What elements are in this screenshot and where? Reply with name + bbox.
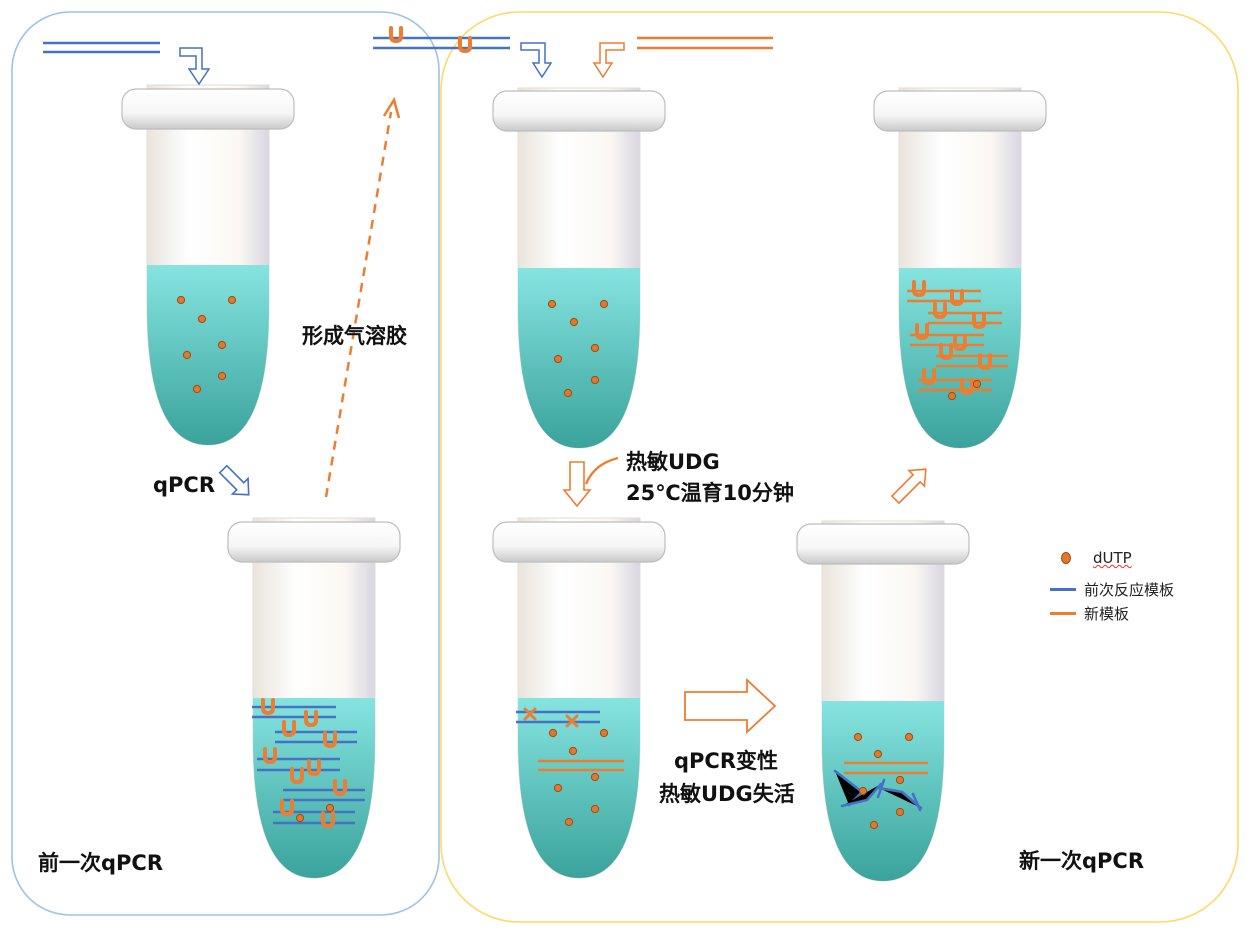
- udg-callout-line: [584, 456, 619, 485]
- previous-template-top-left: [43, 41, 160, 54]
- aerosol-arrowhead-icon: [382, 96, 401, 119]
- bent-arrow-icon-blue-left: [179, 47, 211, 86]
- tube-5-degraded-lines: [516, 707, 624, 772]
- tube-6-lines: [833, 761, 928, 812]
- legend-previous-template: 前次反应模板: [1050, 579, 1174, 600]
- previous-qpcr-title: 前一次qPCR: [38, 851, 164, 875]
- denature-label-line1: qPCR变性: [674, 749, 779, 773]
- aerosol-label: 形成气溶胶: [302, 324, 407, 348]
- blue-line-icon: [1050, 588, 1076, 591]
- tube-2-template-lines: [252, 705, 365, 825]
- udg-down-arrow-icon: [562, 461, 592, 508]
- new-template-top: [637, 36, 773, 50]
- aerosol-dashed-arrow: [324, 111, 393, 498]
- orange-line-icon: [1050, 612, 1076, 615]
- aerosol-template: [373, 26, 510, 53]
- tube-6-icon: [796, 520, 970, 882]
- tube-3-icon: [492, 87, 666, 449]
- qpcr-arrow-icon: [218, 464, 250, 496]
- tube-1-icon: [121, 84, 295, 446]
- new-qpcr-panel: [440, 11, 1239, 923]
- tube-4-icon: [873, 87, 1047, 449]
- legend-new-template: 新模板: [1050, 603, 1129, 624]
- previous-qpcr-panel: [11, 11, 440, 916]
- bent-arrow-icon-orange: [592, 42, 625, 79]
- denature-right-arrow-icon: [684, 677, 777, 735]
- tube-5-icon: [492, 517, 666, 879]
- udg-label-line1: 热敏UDG: [626, 450, 720, 474]
- amplify-arrow-icon: [890, 468, 927, 505]
- new-qpcr-title: 新一次qPCR: [1019, 849, 1145, 873]
- udg-label-line2: 25℃温育10分钟: [626, 481, 794, 505]
- legend-dutp: dUTP: [1061, 549, 1132, 567]
- dutp-dot-icon: [1061, 552, 1071, 564]
- bent-arrow-icon-blue-mid: [520, 42, 553, 79]
- denature-label-line2: 热敏UDG失活: [659, 782, 795, 806]
- tube-4-template-lines: [907, 289, 1008, 392]
- qpcr-step-label: qPCR: [153, 473, 216, 497]
